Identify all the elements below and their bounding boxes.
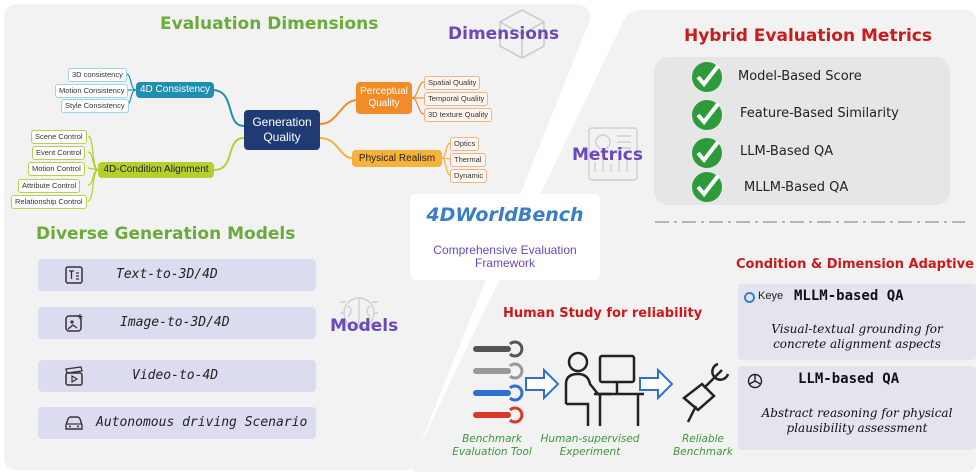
dimensions-heading: Evaluation Dimensions bbox=[160, 14, 379, 34]
generation-quality-node: Generation Quality bbox=[244, 110, 320, 150]
leaf-spatial-quality: Spatial Quality bbox=[424, 76, 481, 90]
human-study-illustration bbox=[473, 340, 730, 426]
car-icon bbox=[65, 416, 83, 430]
metric-label-1: Model-Based Score bbox=[738, 69, 862, 84]
leaf-3d-texture-quality: 3D texture Quality bbox=[424, 108, 493, 122]
benchmark-subtitle: Comprehensive Evaluation Framework bbox=[433, 243, 577, 270]
keye-brand: Keye bbox=[758, 290, 784, 302]
mllm-qa-card: Keye MLLM-based QA Visual-textual ground… bbox=[738, 284, 976, 360]
metrics-side-label: Metrics bbox=[572, 145, 643, 165]
leaf-optics: Optics bbox=[450, 137, 480, 151]
leaf-motion-consistency: Motion Consistency bbox=[55, 84, 129, 98]
openai-logo-icon bbox=[747, 373, 763, 389]
leaf-dynamic: Dynamic bbox=[450, 169, 488, 183]
llm-qa-card: LLM-based QA Abstract reasoning for phys… bbox=[738, 366, 976, 450]
center-framework-box: 4DWorldBench Comprehensive Evaluation Fr… bbox=[410, 194, 600, 280]
mindmap-connectors bbox=[87, 73, 451, 202]
llm-qa-desc: Abstract reasoning for physical plausibi… bbox=[761, 406, 953, 435]
leaf-relationship-control: Relationship Control bbox=[11, 195, 87, 209]
models-side-label: Models bbox=[330, 316, 399, 336]
perceptual-quality-node: Perceptual Quality bbox=[356, 82, 412, 114]
video-icon bbox=[65, 366, 83, 386]
leaf-3d-consistency: 3D consistency bbox=[68, 68, 127, 82]
check-icon bbox=[692, 138, 722, 168]
keye-logo-icon bbox=[744, 292, 755, 303]
leaf-attribute-control: Attribute Control bbox=[18, 179, 81, 193]
metric-label-2: Feature-Based Similarity bbox=[740, 106, 899, 121]
brain-chip-icon bbox=[340, 297, 378, 329]
leaf-scene-control: Scene Control bbox=[31, 130, 87, 144]
caption-human-experiment: Human-supervised Experiment bbox=[540, 433, 640, 458]
text-icon bbox=[65, 266, 83, 284]
model-label-video: Video-to-4D bbox=[132, 368, 219, 383]
dashboard-icon bbox=[588, 127, 638, 181]
models-heading: Diverse Generation Models bbox=[36, 224, 296, 244]
caption-benchmark-tool: Benchmark Evaluation Tool bbox=[452, 433, 532, 458]
check-icon bbox=[692, 62, 722, 92]
physical-realism-node: Physical Realism bbox=[352, 150, 442, 167]
metric-label-3: LLM-Based QA bbox=[740, 144, 834, 159]
model-row-text: Text-to-3D/4D bbox=[38, 259, 316, 291]
dimensions-side-label: Dimensions bbox=[448, 24, 560, 44]
leaf-motion-control: Motion Control bbox=[28, 162, 85, 176]
mllm-qa-title: MLLM-based QA bbox=[794, 288, 904, 304]
check-icon bbox=[692, 172, 722, 202]
model-label-text: Text-to-3D/4D bbox=[116, 267, 218, 282]
model-row-driving: Autonomous driving Scenario bbox=[38, 407, 316, 439]
model-row-image: Image-to-3D/4D bbox=[38, 307, 316, 339]
human-study-heading: Human Study for reliability bbox=[503, 306, 703, 321]
benchmark-title: 4DWorldBench bbox=[426, 204, 584, 226]
leaf-style-consistency: Style Consistency bbox=[61, 99, 129, 113]
model-row-video: Video-to-4D bbox=[38, 360, 316, 392]
llm-qa-title: LLM-based QA bbox=[798, 371, 900, 387]
leaf-temporal-quality: Temporal Quality bbox=[424, 92, 489, 106]
metrics-heading: Hybrid Evaluation Metrics bbox=[684, 26, 932, 46]
leaf-event-control: Event Control bbox=[32, 146, 86, 160]
adaptive-heading: Condition & Dimension Adaptive bbox=[736, 257, 974, 272]
leaf-thermal: Thermal bbox=[450, 153, 486, 167]
image-icon bbox=[65, 314, 83, 332]
metric-label-4: MLLM-Based QA bbox=[744, 180, 849, 195]
4d-condition-alignment-node: 4D-Condition Alignment bbox=[98, 162, 214, 178]
model-label-driving: Autonomous driving Scenario bbox=[96, 415, 308, 430]
model-label-image: Image-to-3D/4D bbox=[120, 315, 230, 330]
cube-icon bbox=[499, 9, 545, 59]
caption-reliable-benchmark: Reliable Benchmark bbox=[673, 433, 733, 458]
mllm-qa-desc: Visual-textual grounding for concrete al… bbox=[771, 322, 943, 351]
4d-consistency-node: 4D Consistency bbox=[136, 82, 214, 98]
check-icon bbox=[692, 100, 722, 130]
